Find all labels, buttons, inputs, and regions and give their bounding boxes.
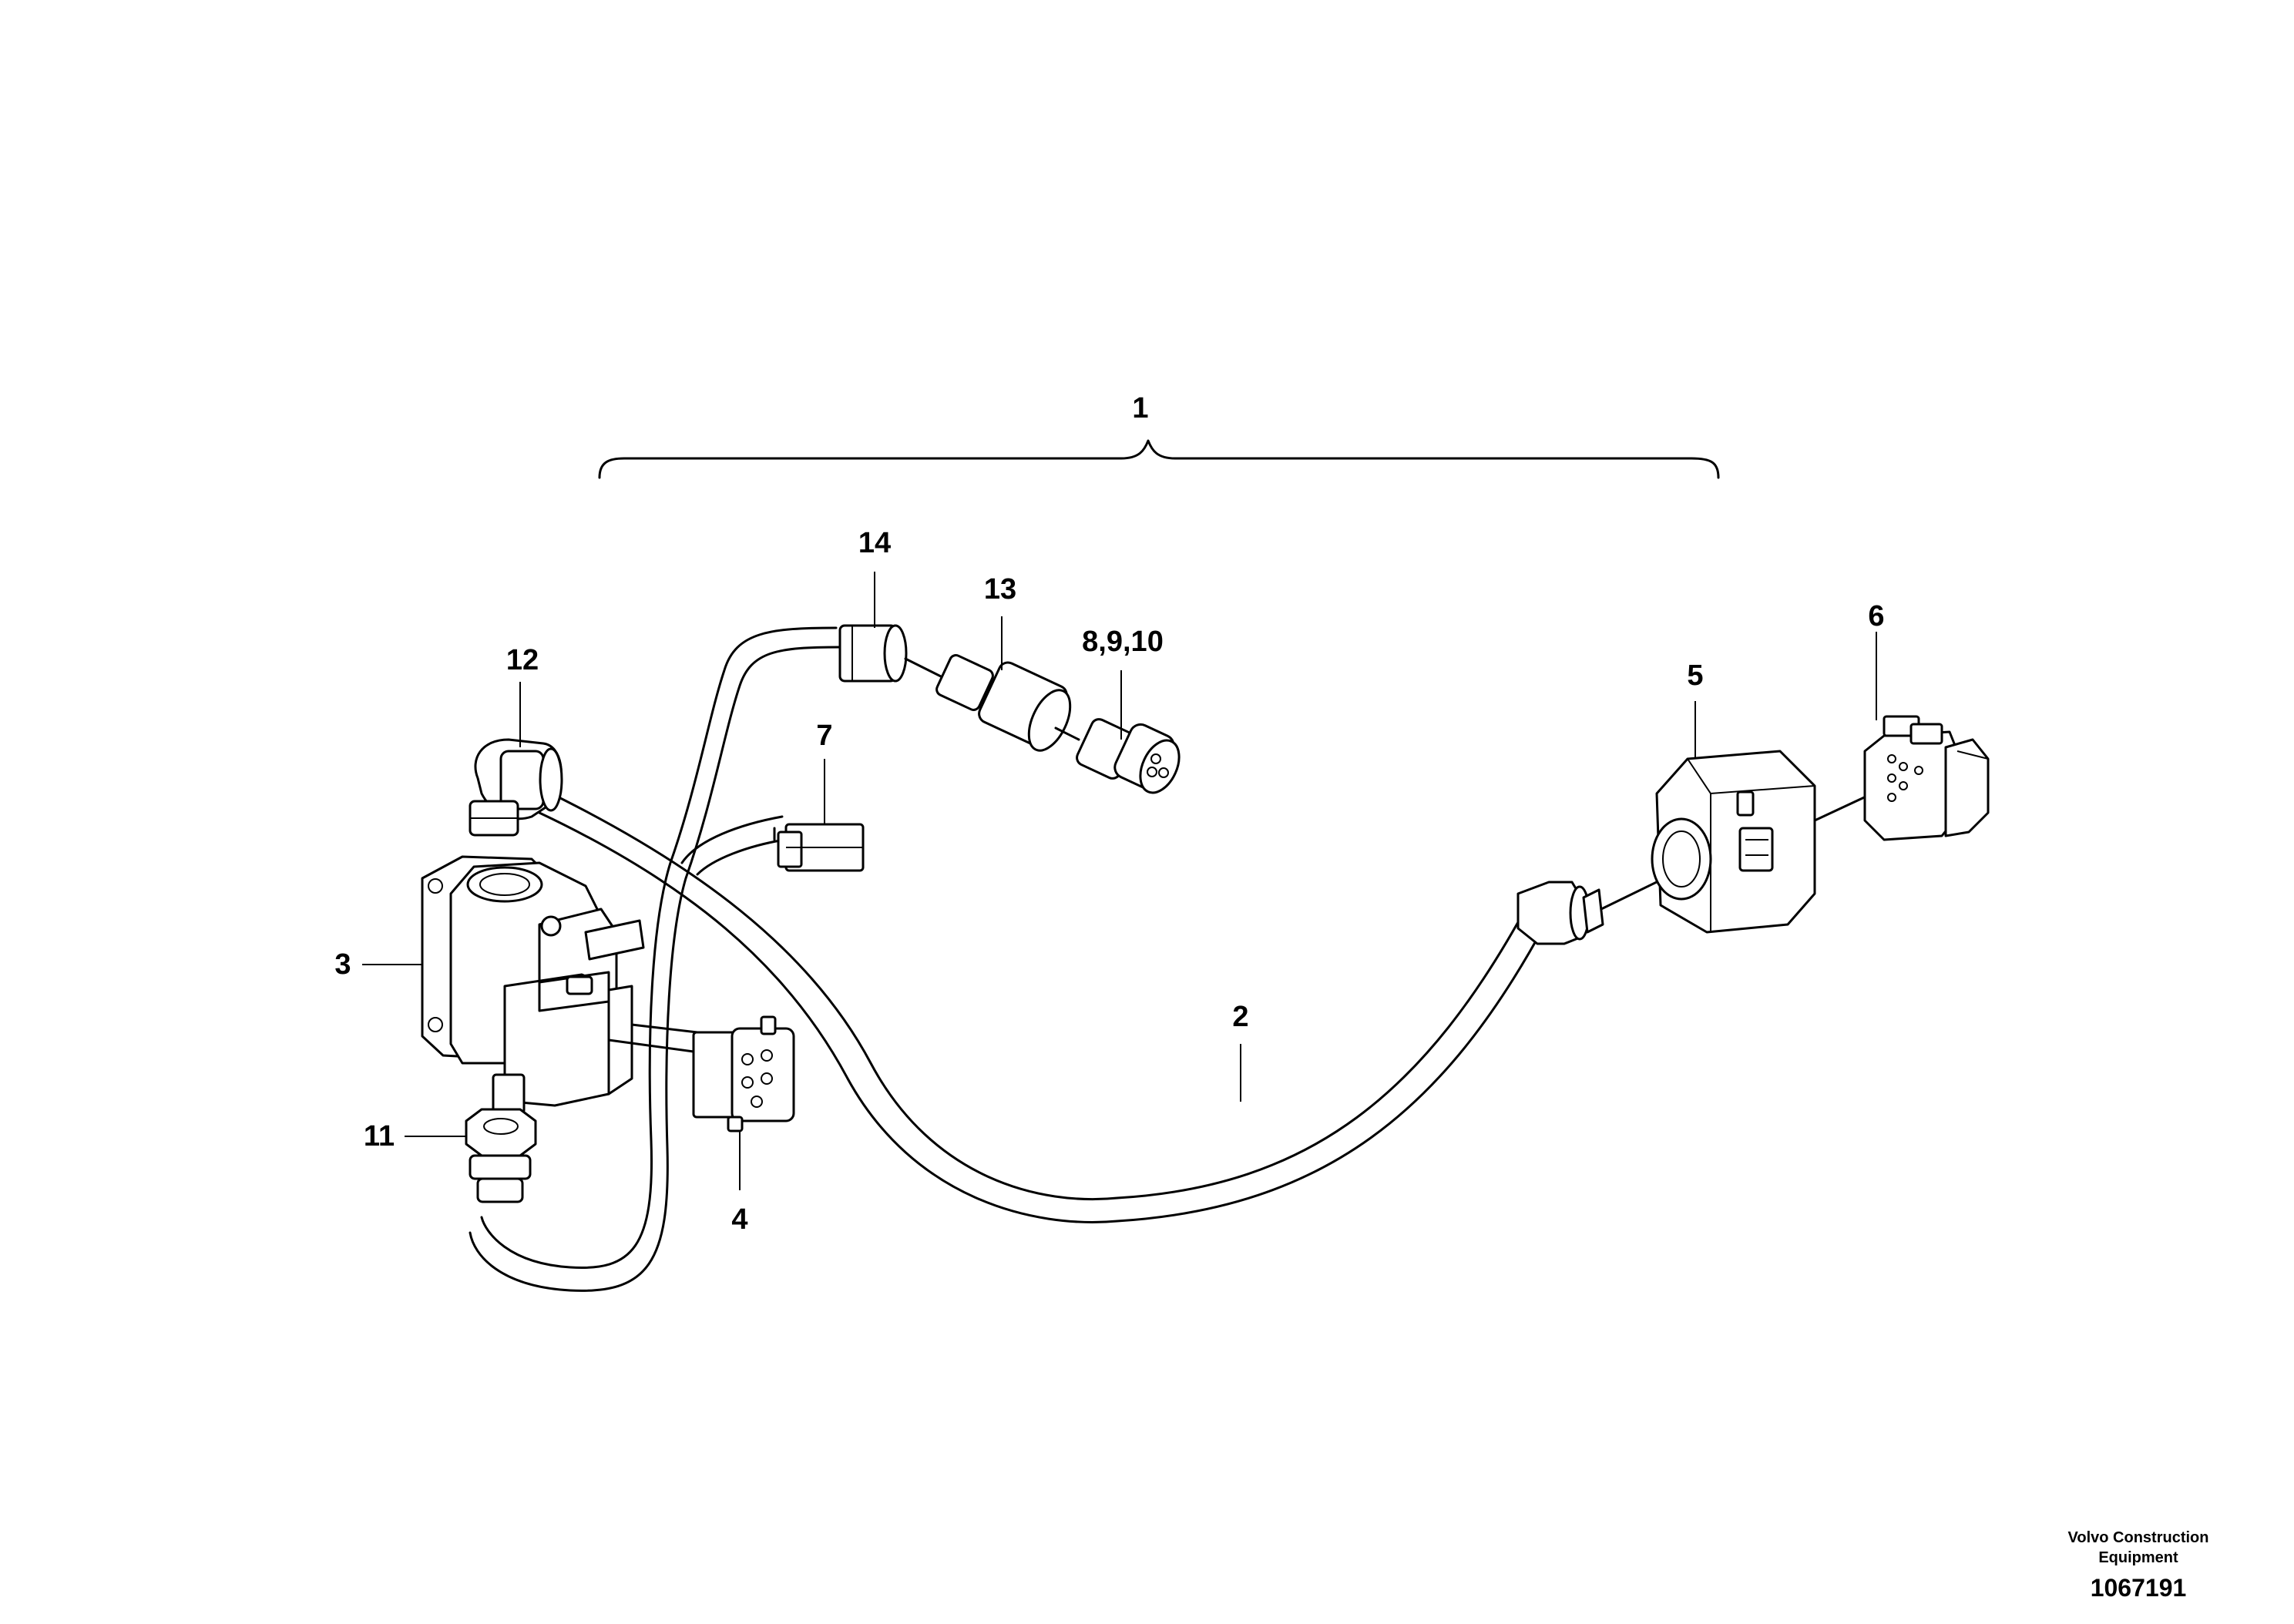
brand-line-1: Volvo Construction [2067, 1529, 2209, 1546]
callout-12: 12 [505, 644, 539, 676]
connector-housing-13 [904, 654, 1080, 752]
brand-line-2: Equipment [2098, 1549, 2178, 1566]
main-cable [538, 788, 1547, 1223]
sleeve-14 [838, 624, 908, 683]
callout-6: 6 [1868, 600, 1885, 632]
callout-8-9-10: 8,9,10 [1082, 626, 1164, 658]
callout-1: 1 [1132, 392, 1149, 424]
callout-11: 11 [363, 1120, 395, 1153]
callout-2: 2 [1232, 1001, 1249, 1033]
callout-3: 3 [334, 948, 351, 981]
callout-4: 4 [731, 1203, 748, 1236]
bulkhead-nut-11 [465, 1073, 537, 1203]
connector-cap-5 [1516, 750, 1874, 945]
socket-housing-3 [421, 855, 699, 1107]
pin-connector-8-9-10 [1076, 718, 1181, 794]
assembly-bracket [598, 439, 1720, 479]
small-connector-7 [777, 823, 865, 872]
relay-block-6 [1863, 715, 1990, 841]
drawing-number: 1067191 [2090, 1574, 2187, 1602]
callout-7: 7 [816, 720, 833, 752]
callout-14: 14 [858, 527, 892, 559]
elbow-fitting-12 [469, 738, 563, 837]
leader-lines [362, 572, 1877, 1190]
plug-4 [692, 1015, 795, 1132]
branch-cables [469, 626, 841, 1292]
brand-name: Volvo Construction Equipment [2068, 1528, 2209, 1568]
callout-13: 13 [983, 573, 1017, 606]
callout-5: 5 [1687, 659, 1704, 692]
